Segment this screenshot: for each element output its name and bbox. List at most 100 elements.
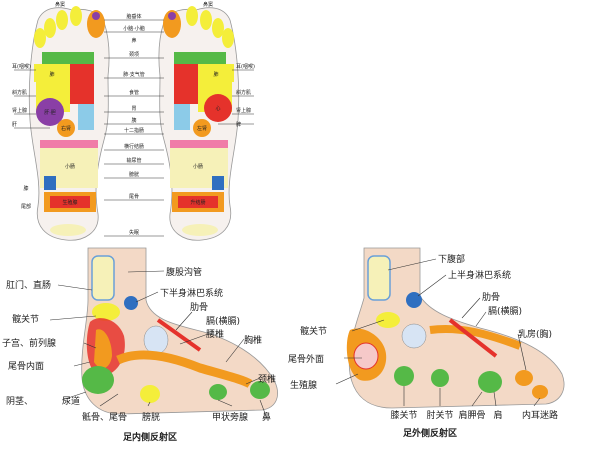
left-toe4 bbox=[44, 18, 56, 38]
label-er-r: 耳(咽喉) bbox=[236, 63, 255, 70]
label-sheng-zhi-xian-l: 生殖腺 bbox=[290, 379, 317, 391]
label-fu-gu-gou: 腹股沟管 bbox=[166, 266, 202, 278]
lateral-chart: 下腹部 上半身淋巴系统 肋骨 膈(横膈) 髋关节 乳房(胸) 尾骨外面 生殖腺 … bbox=[288, 247, 565, 439]
lateral-lower-abdomen bbox=[367, 255, 391, 301]
sole-leader-lines bbox=[14, 19, 254, 237]
medial-bladder bbox=[140, 385, 160, 403]
label-xie-fang-r: 斜方肌 bbox=[236, 89, 251, 96]
right-toe3 bbox=[200, 10, 212, 30]
label-xia-fu-bu: 下腹部 bbox=[438, 253, 465, 265]
label-ge: 膈(横膈) bbox=[206, 315, 240, 327]
label-nao-chui-ti: 脑垂体 bbox=[126, 13, 141, 20]
label-bi-dou-r: 鼻窦 bbox=[203, 1, 213, 8]
right-pituitary-dot bbox=[168, 12, 176, 20]
label-bi: 鼻 bbox=[131, 37, 136, 44]
lateral-inner-ear bbox=[532, 385, 548, 399]
label-jia-zhuang: 甲状旁腺 bbox=[212, 411, 248, 423]
left-lung-zone bbox=[70, 64, 94, 104]
lateral-knee bbox=[394, 366, 414, 386]
label-nei-er: 内耳迷路 bbox=[522, 409, 558, 421]
medial-parathyroid bbox=[209, 384, 227, 400]
label-fei-zhi-qi-guan: 肺·支气管 bbox=[123, 71, 145, 78]
right-heel-end bbox=[182, 224, 218, 236]
left-big-toe bbox=[87, 10, 105, 38]
label-ru-fang: 乳房(胸) bbox=[518, 328, 552, 340]
right-lung-zone bbox=[174, 64, 198, 104]
label-sheng-zhi-xian: 生殖腺 bbox=[62, 199, 77, 206]
label-gan: 肝 bbox=[12, 122, 17, 128]
label-jian: 肩 bbox=[493, 409, 502, 421]
label-kuan-guan-jie: 髋关节 bbox=[12, 313, 39, 325]
left-toe2 bbox=[70, 6, 82, 26]
right-shoulder-zone bbox=[198, 64, 234, 82]
lateral-shoulder bbox=[478, 371, 502, 393]
lateral-chart-title: 足外侧反射区 bbox=[403, 427, 457, 439]
label-lei-gu-l: 肋骨 bbox=[482, 292, 500, 303]
label-zuo-shen: 左肾 bbox=[197, 125, 207, 132]
lateral-elbow bbox=[431, 369, 449, 387]
right-toe5 bbox=[222, 28, 234, 48]
label-shen-shang-xian: 肾上腺 bbox=[12, 107, 27, 114]
label-xiao-chang-l: 小肠 bbox=[65, 163, 75, 170]
label-xiao-nao: 小脑·小脑 bbox=[123, 25, 145, 32]
label-gang-men: 肛门、直肠 bbox=[6, 279, 51, 291]
label-xi-guan-jie: 膝关节 bbox=[390, 409, 417, 421]
left-sigmoid-zone bbox=[44, 176, 56, 190]
right-toe4 bbox=[212, 18, 224, 38]
lateral-breast bbox=[515, 370, 533, 386]
label-xia-ban-shen: 下半身淋巴系统 bbox=[160, 287, 223, 299]
right-sigmoid-zone bbox=[212, 176, 224, 190]
label-wei-gu: 尾骨 bbox=[129, 194, 139, 200]
label-pi: 脾 bbox=[236, 121, 241, 128]
label-shu-niao-guan: 输尿管 bbox=[126, 157, 141, 164]
label-xi: 膝 bbox=[23, 185, 28, 192]
medial-nose bbox=[250, 381, 270, 399]
label-wei-bu: 尾部 bbox=[21, 203, 31, 210]
label-xie-fang: 斜方肌 bbox=[12, 89, 27, 96]
label-yin-jing: 阴茎、 bbox=[6, 395, 33, 407]
label-fei-l: 肺 bbox=[49, 72, 54, 78]
sole-chart: 脑垂体 小脑·小脑 鼻 颈项 肺·支气管 食管 胃 胰 十二指肠 横行结肠 输尿… bbox=[0, 0, 268, 246]
label-pang-guang-m: 膀胱 bbox=[142, 411, 160, 423]
lateral-leader-lines bbox=[335, 258, 541, 407]
label-bi-m: 鼻 bbox=[262, 411, 271, 423]
lateral-diaphragm bbox=[448, 318, 498, 358]
left-kidney-zone bbox=[57, 119, 75, 137]
left-liver-zone bbox=[36, 98, 64, 126]
label-pang-guang: 膀胱 bbox=[129, 171, 139, 178]
label-ge-l: 膈(横膈) bbox=[488, 305, 522, 317]
label-bi-dou-l: 鼻窦 bbox=[55, 1, 65, 8]
label-shang-ban-shen: 上半身淋巴系统 bbox=[448, 269, 511, 281]
right-kidney-zone bbox=[193, 119, 211, 137]
label-di-gu: 骶骨、尾骨 bbox=[82, 412, 127, 423]
label-jian-jia-gu: 肩胛骨 bbox=[458, 409, 485, 421]
lateral-rib-bar bbox=[429, 324, 522, 350]
right-stomach-zone bbox=[174, 104, 190, 130]
medial-uterus bbox=[94, 329, 112, 369]
label-wei: 胃 bbox=[131, 106, 136, 112]
label-zi-gong: 子宫、前列腺 bbox=[2, 337, 56, 349]
label-kuan-guan-jie-l: 髋关节 bbox=[300, 325, 327, 337]
left-heel-inner bbox=[50, 196, 90, 208]
label-jing-zhui: 颈椎 bbox=[258, 373, 276, 385]
medial-chart: 腹股沟管 肛门、直肠 下半身淋巴系统 肋骨 髋关节 膈(横膈) 腰椎 子宫、前列… bbox=[2, 247, 278, 443]
label-yao-zhui: 腰椎 bbox=[206, 328, 224, 340]
lateral-ankle bbox=[401, 323, 427, 349]
label-er-l: 耳(咽喉) bbox=[12, 63, 31, 70]
label-wei-gu-nei: 尾骨内面 bbox=[8, 360, 44, 372]
label-heng-jie-chang: 横行结肠 bbox=[124, 143, 144, 150]
right-heart-zone bbox=[204, 94, 232, 122]
medial-leader-lines bbox=[49, 270, 267, 417]
label-shi-guan: 食管 bbox=[129, 89, 139, 96]
label-xiao-chang-r: 小肠 bbox=[193, 163, 203, 170]
right-heel-inner bbox=[178, 196, 218, 208]
medial-chart-title: 足内侧反射区 bbox=[123, 431, 177, 443]
lateral-lymph-dot bbox=[406, 292, 422, 308]
right-toe2 bbox=[186, 6, 198, 26]
label-xin: 心 bbox=[215, 105, 220, 112]
right-neck-zone bbox=[174, 52, 226, 64]
label-wei-gu-wai: 尾骨外面 bbox=[288, 353, 324, 365]
label-jing-xiang: 颈项 bbox=[129, 51, 139, 58]
label-shi-er-zhi-chang: 十二指肠 bbox=[124, 127, 144, 134]
